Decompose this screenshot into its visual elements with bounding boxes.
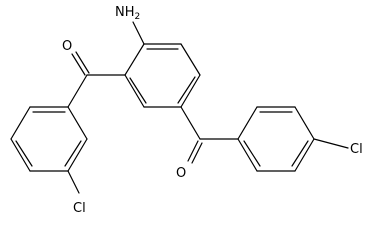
amine-subscript: 2 [135,12,141,22]
carbonyl-bond [191,142,203,164]
amine-label: NH2 [115,5,140,22]
bond [67,138,88,172]
bond [124,43,145,76]
chlorine-label-right: Cl [350,142,363,157]
bond [10,106,31,140]
central-benzene-ring [124,43,201,108]
bond [180,74,201,108]
double-bond-inner [177,76,196,104]
chlorine-label-left: Cl [73,201,86,216]
bond [237,138,258,172]
carbonyl-bond [75,51,90,74]
bond [67,106,88,140]
right-ketone [180,106,239,164]
bond [294,138,315,172]
bond [124,74,145,108]
bond [180,106,201,140]
carbonyl-bond [71,53,86,76]
double-bond-inner [15,140,33,167]
double-bond-inner [291,140,309,167]
bond [67,74,88,108]
carbonyl-bond [187,140,199,162]
bond [237,106,258,140]
right-chlorophenyl-ring [237,106,349,172]
amine-symbol: NH [115,5,135,20]
bond [10,138,31,172]
chlorine-bond [313,138,349,149]
double-bond-inner [243,140,261,167]
bond [180,43,201,76]
amine-bond [132,21,145,45]
chemical-structure-diagram: NH2 O O Cl Cl [10,5,363,216]
bond [294,106,315,140]
left-ketone [67,51,126,108]
chlorine-bond [67,170,80,194]
double-bond-inner [64,140,82,167]
oxygen-label-left: O [62,39,72,54]
double-bond-inner [129,77,147,104]
left-chlorophenyl-ring [10,106,88,194]
oxygen-label-right: O [176,166,186,181]
